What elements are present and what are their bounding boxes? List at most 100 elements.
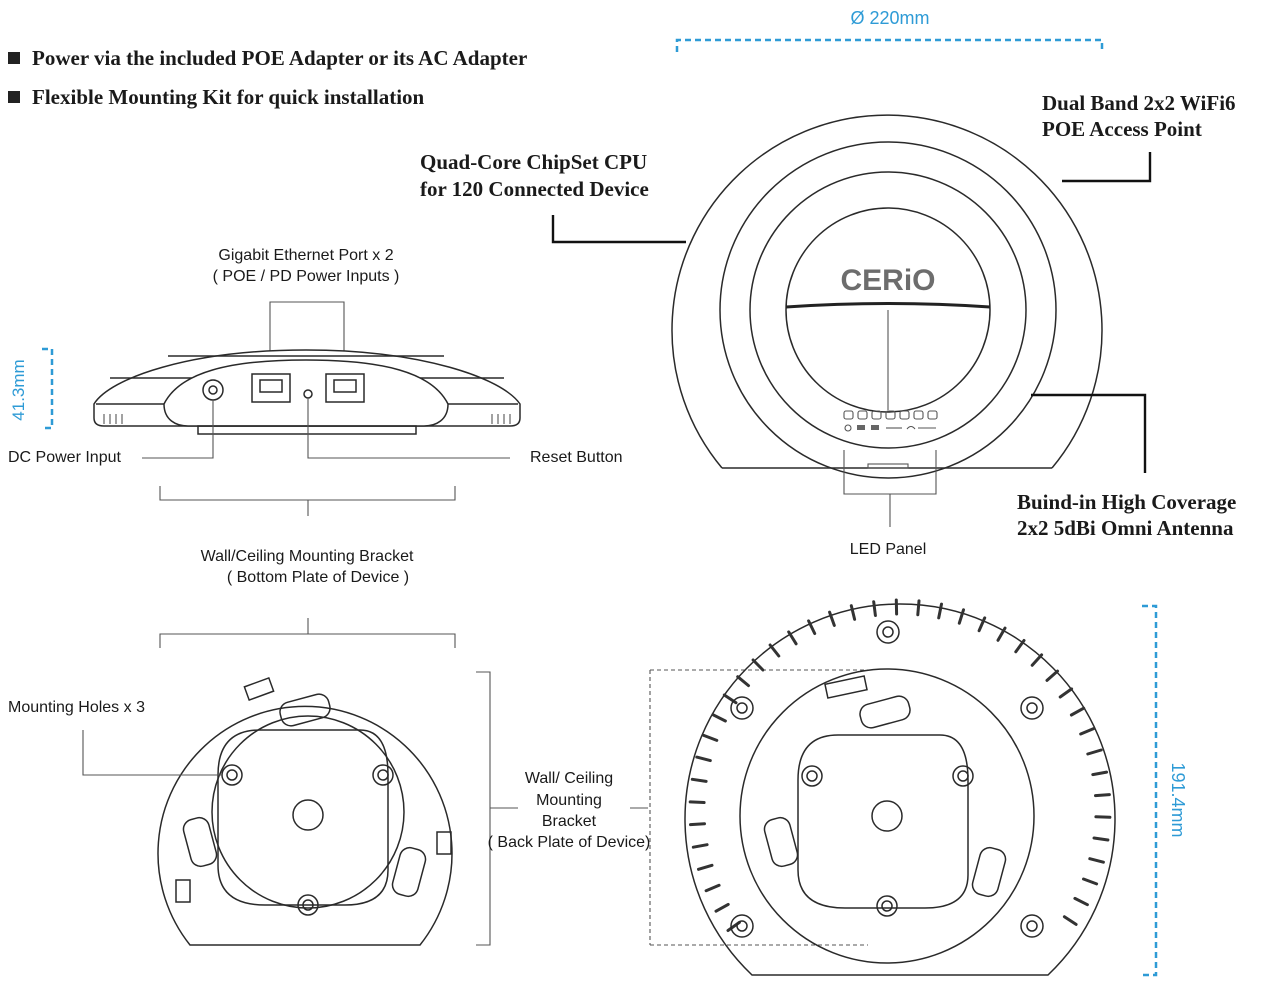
back-bracket-line-3: Bracket (542, 813, 597, 830)
vent-slot (828, 610, 836, 627)
led-panel-label: LED Panel (850, 541, 927, 558)
vent-slot (736, 675, 750, 688)
ethernet-bracket (269, 301, 345, 378)
vent-slot (722, 693, 738, 705)
plate-slot (279, 693, 331, 727)
mounting-plate-view: Mounting Holes x 3 (8, 677, 453, 946)
reset-leader (307, 398, 510, 459)
callout-antenna: Buind-in High Coverage 2x2 5dBi Omni Ant… (1017, 393, 1236, 540)
back-inner-ring (739, 668, 1035, 964)
plate-outline (157, 705, 453, 946)
mounting-hole-icon (952, 765, 974, 787)
vent-slot (1079, 727, 1096, 736)
vent-slot (1058, 687, 1074, 699)
antenna-line-1: Buind-in High Coverage (1017, 490, 1236, 514)
access-point-line-2: POE Access Point (1042, 117, 1202, 141)
device-back-view (684, 598, 1116, 976)
back-bracket-line-2: Mounting (536, 792, 602, 809)
bottom-bracket-line-1: Wall/Ceiling Mounting Bracket (201, 548, 414, 565)
ethernet-port-icon (251, 373, 291, 403)
vent-slot (916, 599, 921, 617)
vent-slot (996, 626, 1007, 642)
vent-slot (937, 602, 943, 620)
vent-slot (1045, 669, 1059, 682)
device-ring-mid (749, 171, 1027, 449)
mounting-holes-label: Mounting Holes x 3 (8, 699, 145, 716)
callout-bottom-bracket: Wall/Ceiling Mounting Bracket ( Bottom P… (159, 548, 456, 648)
vent-slot (1073, 896, 1089, 907)
height-dim-line (42, 347, 54, 430)
device-led-slot (867, 463, 909, 469)
vent-slot (688, 800, 706, 804)
feature-list: Power via the included POE Adapter or it… (8, 46, 527, 109)
device-ring-outer (719, 141, 1057, 479)
vent-slot (1086, 748, 1103, 756)
vent-slot (1094, 815, 1112, 819)
mounting-hole-icon (297, 894, 319, 916)
callout-led-panel: LED Panel (843, 450, 937, 558)
screw-hole-icon (876, 620, 900, 644)
side-bottom-plate (197, 425, 417, 435)
cpu-line-2: for 120 Connected Device (420, 177, 649, 201)
mounting-hole-icon (372, 764, 394, 786)
back-slot (763, 816, 799, 868)
vent-slot (695, 755, 712, 763)
device-face-circle (785, 207, 991, 413)
back-vent-slots (688, 598, 1112, 932)
depth-label: 191.4mm (1168, 762, 1188, 837)
bullet-square-icon (8, 91, 20, 103)
plate-slot (182, 816, 218, 868)
mounting-hole-icon (801, 765, 823, 787)
cpu-line-1: Quad-Core ChipSet CPU (420, 150, 647, 174)
vent-slot (751, 658, 765, 672)
led-icon (913, 410, 924, 420)
bullet-square-icon (8, 52, 20, 64)
vent-slot (711, 713, 727, 723)
led-icon (927, 410, 938, 420)
feature-mounting: Flexible Mounting Kit for quick installa… (32, 85, 425, 109)
back-slot (859, 695, 911, 729)
mounting-hole-icon (221, 764, 243, 786)
vent-slot (1069, 706, 1086, 717)
vent-slot (977, 616, 987, 633)
led-icon (843, 410, 854, 420)
vent-slot (1062, 915, 1078, 926)
vent-slot (1092, 836, 1110, 842)
back-left-bracket (476, 671, 491, 946)
feature-power: Power via the included POE Adapter or it… (32, 46, 527, 70)
screw-hole-icon (730, 696, 754, 720)
vent-slot (1094, 793, 1111, 798)
vent-slot (1082, 877, 1099, 886)
mounting-hole-icon (876, 895, 898, 917)
led-bracket (843, 450, 937, 495)
device-side-view: Gigabit Ethernet Port x 2 ( POE / PD Pow… (8, 247, 623, 516)
bottom-bracket-line-2: ( Bottom Plate of Device ) (227, 569, 409, 586)
back-center-hole (871, 800, 903, 832)
antenna-line-2: 2x2 5dBi Omni Antenna (1017, 516, 1234, 540)
plate-center-hole (292, 799, 324, 831)
vent-slot (1091, 770, 1109, 777)
screw-hole-icon (1020, 914, 1044, 938)
vent-slot (849, 604, 857, 621)
lan-symbol-icon (871, 425, 879, 430)
antenna-leader (1031, 393, 1147, 473)
vent-slots (103, 414, 511, 424)
device-front-view: CERiO (671, 114, 1103, 479)
reset-button-icon (303, 389, 313, 399)
vent-slot (957, 608, 965, 625)
led-icon (899, 410, 910, 420)
back-slot (971, 846, 1007, 898)
vent-slot (872, 600, 877, 617)
vent-slot (704, 883, 721, 893)
led-icon (857, 410, 868, 420)
brand-logo: CERiO (840, 264, 935, 297)
plate-slot (391, 846, 427, 898)
diameter-label: Ø 220mm (850, 8, 929, 28)
dc-jack-icon (202, 379, 224, 401)
depth-dimension: 191.4mm (1142, 604, 1188, 977)
bracket-top-marker (159, 633, 456, 648)
vent-slot (714, 902, 730, 913)
led-indicator-row (843, 410, 938, 432)
diameter-dimension: Ø 220mm (675, 8, 1104, 52)
